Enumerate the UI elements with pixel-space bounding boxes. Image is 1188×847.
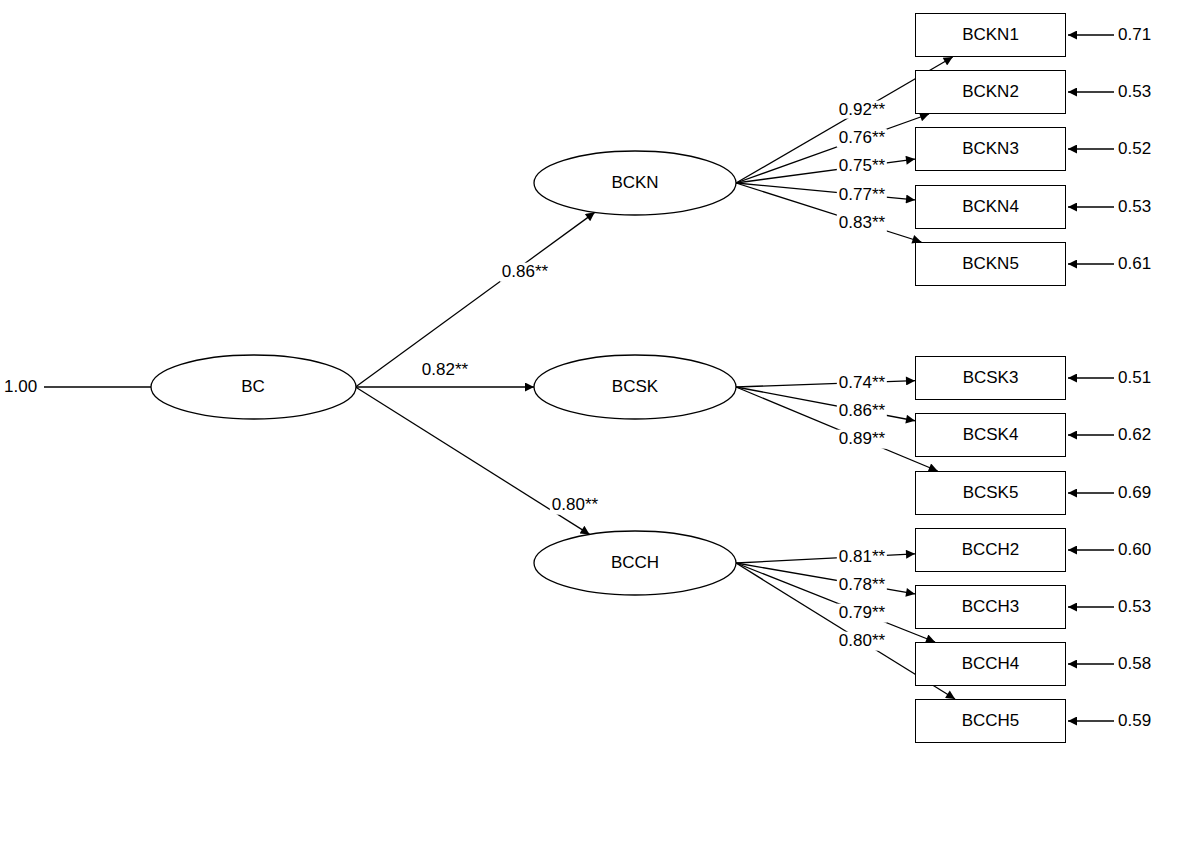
path-arrow (736, 381, 915, 387)
error-arrow (1068, 549, 1114, 550)
path-coefficient: 0.80** (837, 632, 887, 651)
error-variance: 0.60 (1118, 541, 1151, 560)
path-coefficient: 0.79** (837, 604, 887, 623)
path-arrow (736, 114, 929, 183)
indicator-box: BCSK5 (915, 471, 1066, 515)
error-variance: 0.62 (1118, 426, 1151, 445)
indicator-box: BCSK4 (915, 413, 1066, 457)
path-coefficient: 0.75** (837, 157, 887, 176)
error-variance: 0.51 (1118, 369, 1151, 388)
node-label: BCSK5 (963, 484, 1019, 503)
path-coefficient: 0.77** (837, 186, 887, 205)
indicator-box: BCCH4 (915, 642, 1066, 686)
node-label: BCSK (612, 378, 658, 397)
path-arrow (356, 212, 595, 387)
indicator-box: BCKN2 (915, 70, 1066, 114)
path-coefficient: 0.81** (837, 547, 887, 566)
node-label: BCKN2 (962, 83, 1019, 102)
indicator-box: BCKN5 (915, 242, 1066, 286)
error-arrow (1068, 720, 1114, 721)
node-label: BCCH (611, 554, 659, 573)
error-arrow (1068, 91, 1114, 92)
error-variance: 0.53 (1118, 198, 1151, 217)
error-variance: 0.53 (1118, 83, 1151, 102)
node-label: BCCH5 (962, 712, 1020, 731)
error-arrow (1068, 434, 1114, 435)
error-variance: 0.59 (1118, 712, 1151, 731)
second-order-factor: BC (150, 354, 357, 420)
error-arrow (1068, 377, 1114, 378)
path-coefficient: 0.74** (837, 373, 887, 392)
error-variance: 0.52 (1118, 140, 1151, 159)
error-arrow (1068, 492, 1114, 493)
node-label: BCKN1 (962, 26, 1019, 45)
path-coefficient: 0.83** (837, 214, 887, 233)
indicator-box: BCSK3 (915, 356, 1066, 400)
ellipse-shape (534, 531, 736, 595)
latent-factor: BCSK (533, 354, 737, 420)
node-label: BCSK4 (963, 426, 1019, 445)
ellipse-shape (151, 355, 356, 419)
disturbance-line (44, 386, 151, 387)
indicator-box: BCKN1 (915, 13, 1066, 57)
indicator-box: BCCH5 (915, 699, 1066, 743)
error-arrow (1068, 606, 1114, 607)
path-arrow (736, 183, 921, 242)
node-label: BCKN4 (962, 198, 1019, 217)
node-label: BCCH3 (962, 598, 1020, 617)
path-coefficient: 0.92** (837, 100, 887, 119)
path-coefficient: 0.86** (500, 263, 550, 282)
indicator-box: BCKN3 (915, 127, 1066, 171)
indicator-box: BCKN4 (915, 185, 1066, 229)
path-arrow (736, 387, 915, 421)
error-arrow (1068, 663, 1114, 664)
indicator-box: BCCH2 (915, 528, 1066, 572)
path-coefficient: 0.80** (550, 496, 600, 515)
node-label: BCKN (611, 174, 658, 193)
node-label: BCKN3 (962, 140, 1019, 159)
error-arrow (1068, 263, 1114, 264)
path-arrow (736, 563, 915, 594)
path-coefficient: 0.89** (837, 430, 887, 449)
error-variance: 0.53 (1118, 598, 1151, 617)
path-coefficient: 0.78** (837, 575, 887, 594)
path-arrow (356, 386, 535, 387)
error-variance: 0.58 (1118, 655, 1151, 674)
path-coefficient: 0.82** (420, 361, 470, 380)
node-label: BCSK3 (963, 369, 1019, 388)
indicator-box: BCCH3 (915, 585, 1066, 629)
path-coefficient: 0.86** (837, 401, 887, 420)
error-arrow (1068, 206, 1114, 207)
node-label: BCCH2 (962, 541, 1020, 560)
path-arrow (736, 554, 915, 563)
path-arrow (736, 387, 938, 471)
ellipse-shape (534, 151, 736, 215)
path-arrow (736, 159, 915, 183)
latent-factor: BCCH (533, 530, 737, 596)
error-variance: 0.69 (1118, 484, 1151, 503)
error-variance: 0.71 (1118, 26, 1151, 45)
node-label: BCKN5 (962, 255, 1019, 274)
error-arrow (1068, 148, 1114, 149)
node-label: BC (241, 378, 265, 397)
node-label: BCCH4 (962, 655, 1020, 674)
path-arrow (736, 563, 935, 642)
path-coefficient: 0.76** (837, 129, 887, 148)
error-variance: 0.61 (1118, 255, 1151, 274)
error-arrow (1068, 34, 1114, 35)
disturbance-value: 1.00 (4, 378, 37, 397)
latent-factor: BCKN (533, 150, 737, 216)
ellipse-shape (534, 355, 736, 419)
